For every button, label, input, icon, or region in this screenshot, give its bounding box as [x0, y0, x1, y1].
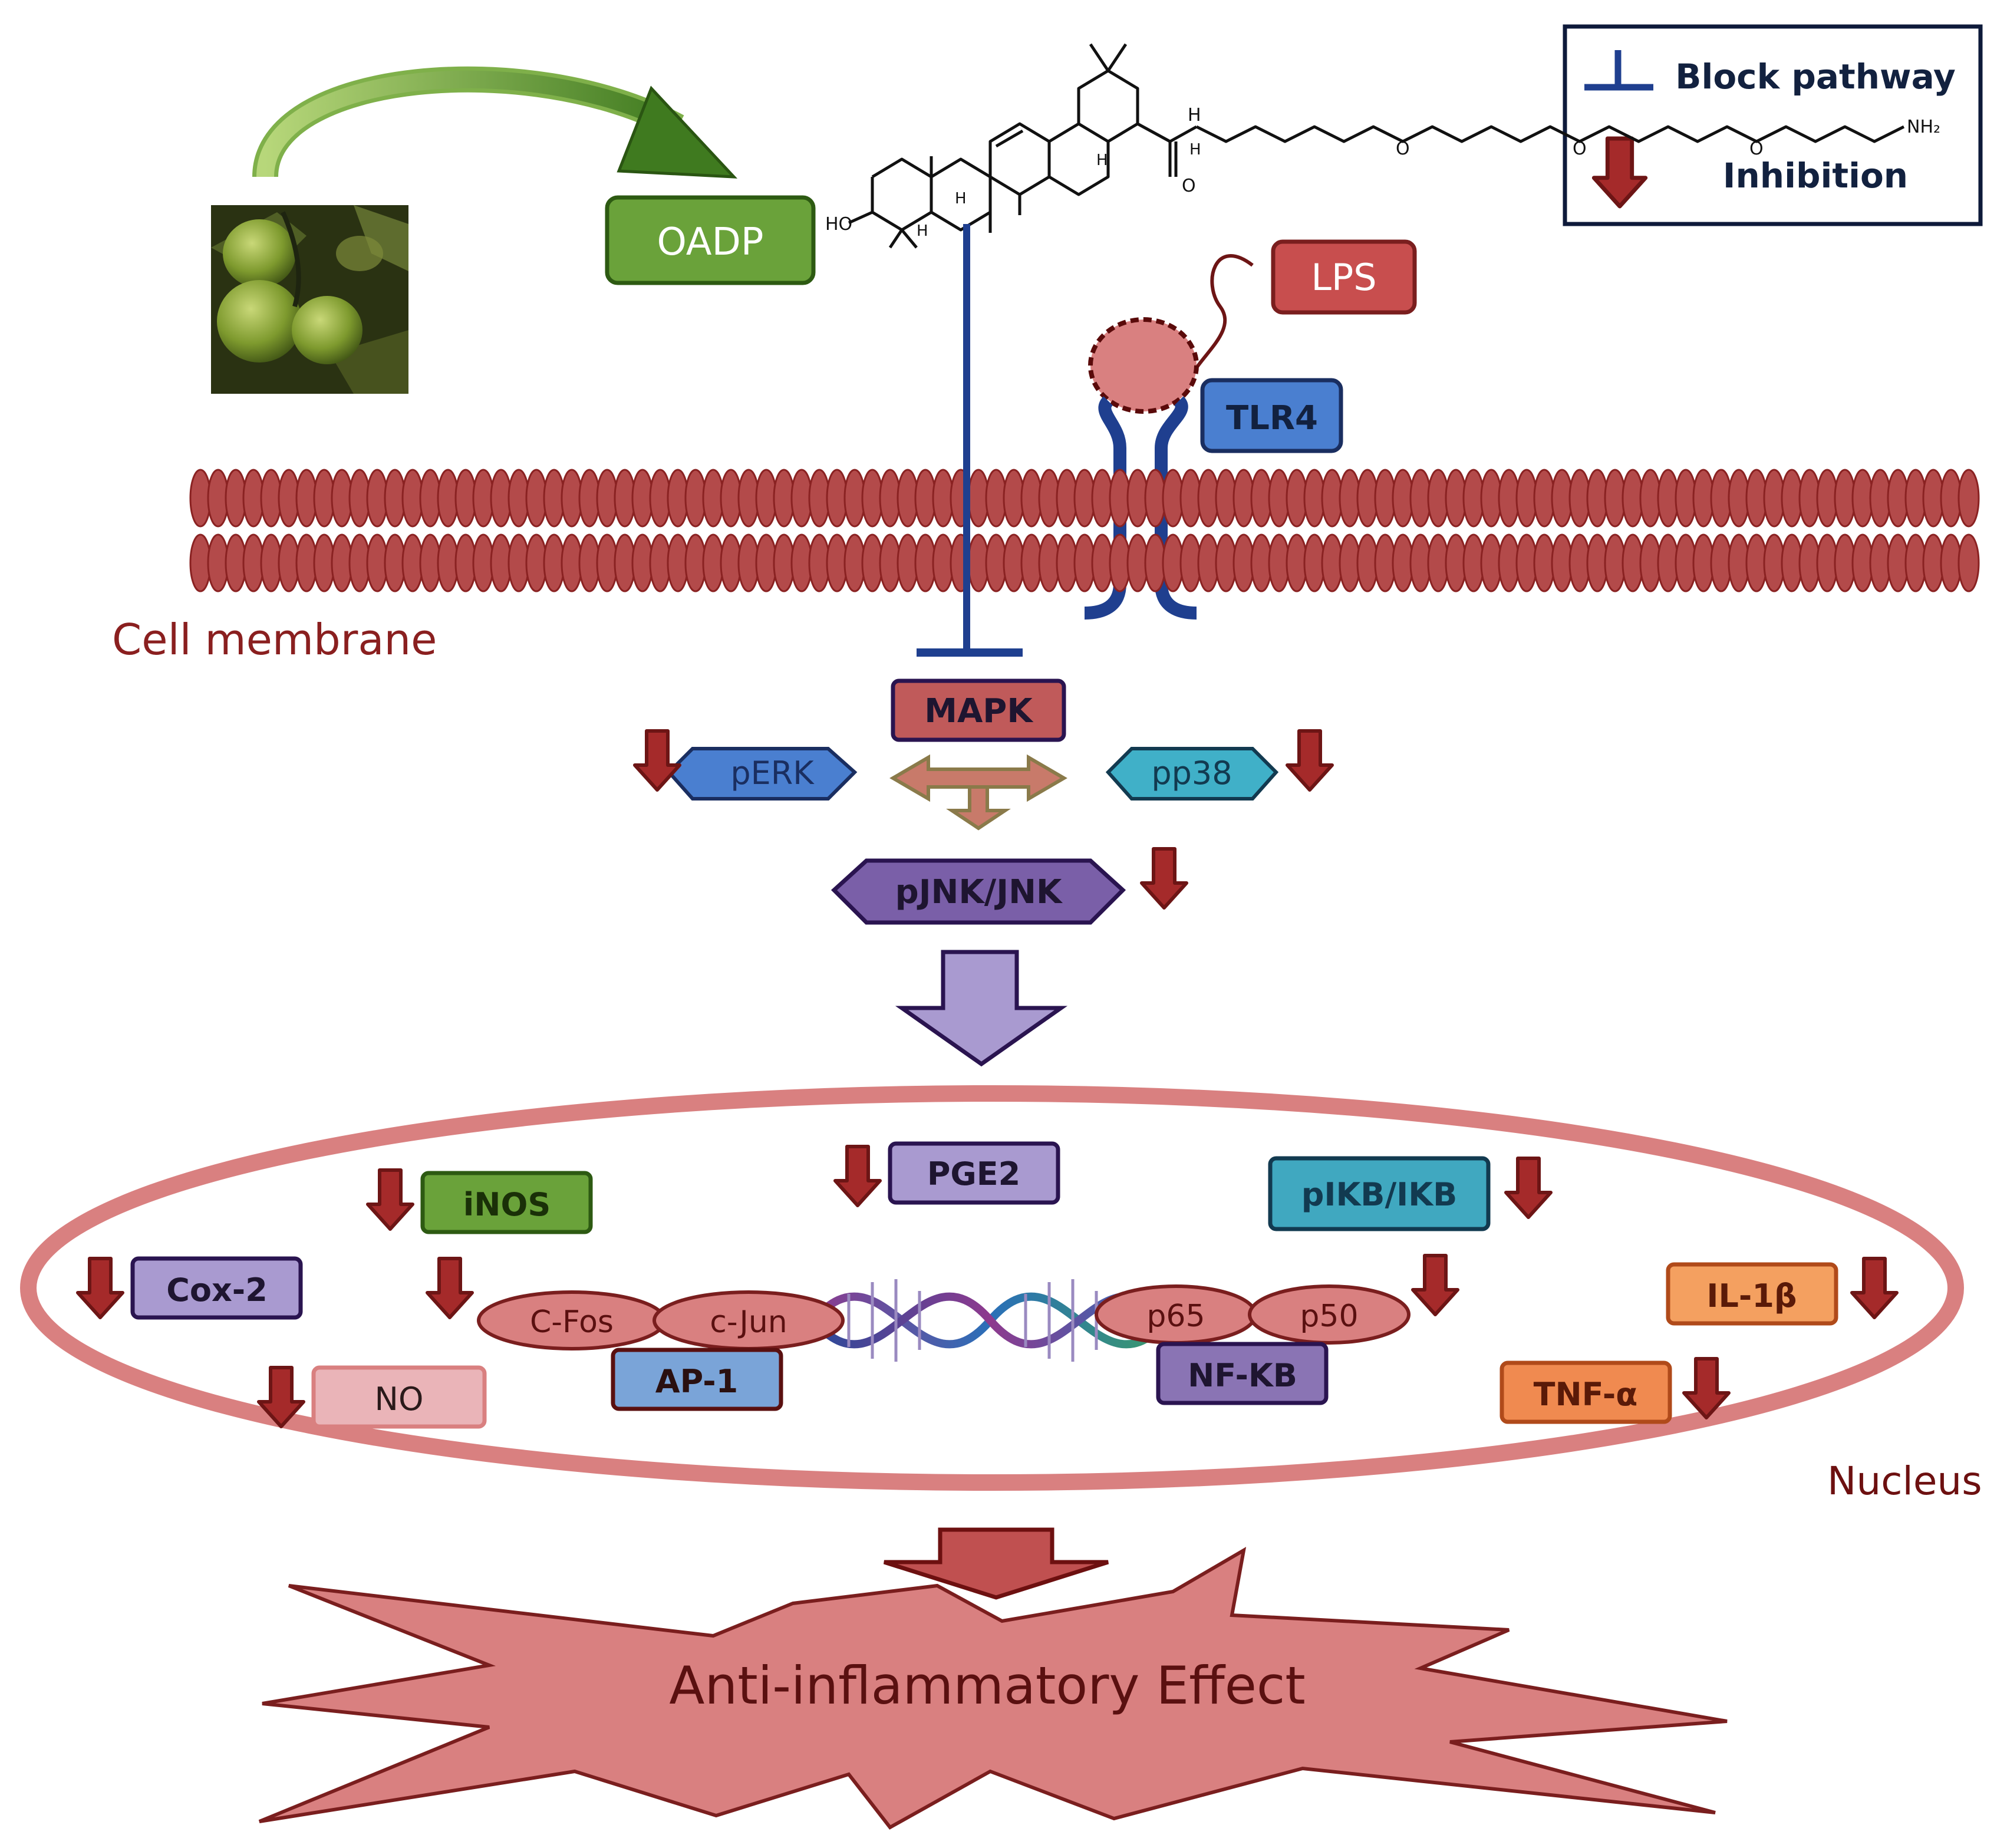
- cfos-node: C-Fos: [477, 1290, 667, 1350]
- molecule-h1: H: [1189, 141, 1201, 159]
- ap1-box: AP-1: [611, 1348, 783, 1411]
- inos-inhibition-icon: [368, 1170, 413, 1229]
- mapk-branch-arrow: [889, 754, 1067, 831]
- pjnk-label: pJNK/JNK: [895, 873, 1063, 911]
- no-box: NO: [311, 1365, 487, 1429]
- legend: Block pathway Inhibition: [1563, 24, 1983, 226]
- inos-box: iNOS: [420, 1171, 593, 1234]
- pjnk-node: pJNK/JNK: [831, 858, 1126, 925]
- tnfa-label: TNF-α: [1534, 1376, 1638, 1413]
- no-label: NO: [375, 1381, 424, 1418]
- p50-node: p50: [1248, 1284, 1410, 1345]
- molecule-structure: [848, 43, 1905, 249]
- perk-label: pERK: [730, 755, 815, 792]
- oadp-label: OADP: [657, 220, 764, 264]
- pge2-box: PGE2: [888, 1141, 1060, 1205]
- pjnk-inhibition-icon: [1142, 849, 1187, 908]
- nfkb-label: NF-KB: [1188, 1357, 1297, 1394]
- pp38-inhibition-icon: [1287, 731, 1332, 790]
- lps-label: LPS: [1311, 256, 1376, 299]
- pp38-label: pp38: [1151, 755, 1232, 792]
- membrane-lipid: [1957, 533, 1980, 592]
- lps-squiggle: [1189, 254, 1254, 378]
- p50-label: p50: [1300, 1299, 1358, 1334]
- nucleus-entry-arrow: [895, 950, 1068, 1067]
- ap1-inhibition-icon: [427, 1259, 472, 1317]
- cjun-node: c-Jun: [652, 1290, 845, 1350]
- molecule-h2: H: [955, 190, 967, 207]
- il1b-label: IL-1β: [1706, 1277, 1797, 1315]
- nfkb-box: NF-KB: [1156, 1342, 1329, 1405]
- perk-node: pERK: [666, 747, 858, 801]
- cell-membrane: [189, 469, 1980, 592]
- t-bar-block-icon: [1584, 50, 1653, 91]
- effect-arrow: [883, 1527, 1109, 1600]
- pge2-inhibition-icon: [835, 1147, 880, 1205]
- lps-box: LPS: [1271, 239, 1417, 315]
- tlr4-box: TLR4: [1200, 378, 1343, 453]
- molecule-o3: O: [1573, 139, 1587, 159]
- mapk-box: MAPK: [891, 678, 1066, 742]
- molecule-nh2: NH₂: [1907, 117, 1940, 137]
- ap1-label: AP-1: [655, 1363, 738, 1400]
- pp38-node: pp38: [1105, 747, 1279, 801]
- cox2-label: Cox-2: [166, 1271, 268, 1309]
- p65-label: p65: [1146, 1299, 1205, 1334]
- il1b-inhibition-icon: [1852, 1259, 1897, 1317]
- molecule-o2: O: [1396, 139, 1410, 159]
- tnfa-box: TNF-α: [1500, 1361, 1672, 1424]
- pikb-box: pIKB/IKB: [1268, 1156, 1491, 1231]
- molecule-h3: H: [917, 222, 928, 240]
- oadp-block-line: [917, 224, 1023, 657]
- membrane-lipid: [1957, 469, 1980, 528]
- cfos-label: C-Fos: [530, 1305, 614, 1340]
- pikb-label: pIKB/IKB: [1301, 1176, 1458, 1213]
- legend-inhibition-label: Inhibition: [1723, 156, 1908, 196]
- effect-label: Anti-inflammatory Effect: [669, 1655, 1305, 1716]
- p65-node: p65: [1095, 1284, 1257, 1345]
- pikb-inhibition-icon: [1506, 1158, 1551, 1217]
- inos-label: iNOS: [463, 1186, 551, 1223]
- il1b-box: IL-1β: [1666, 1262, 1838, 1326]
- cox2-box: Cox-2: [130, 1256, 303, 1320]
- mapk-label: MAPK: [924, 692, 1034, 730]
- olive-photo: [211, 205, 408, 394]
- molecule-h4: H: [1096, 151, 1108, 169]
- molecule-o4: O: [1749, 139, 1764, 159]
- curved-arrow: [252, 66, 738, 179]
- starburst: Anti-inflammatory Effect: [258, 1547, 1728, 1830]
- pge2-label: PGE2: [927, 1155, 1020, 1193]
- cox2-inhibition-icon: [78, 1259, 123, 1317]
- molecule-o1: O: [1182, 176, 1196, 196]
- cjun-label: c-Jun: [710, 1305, 787, 1340]
- legend-block-label: Block pathway: [1675, 57, 1956, 97]
- nucleus-label: Nucleus: [1827, 1458, 1982, 1504]
- molecule-nh: H: [1188, 105, 1201, 126]
- cell-membrane-label: Cell membrane: [112, 615, 437, 664]
- tlr4-label: TLR4: [1226, 399, 1318, 437]
- nfkb-inhibition-icon: [1413, 1256, 1458, 1315]
- oadp-box: OADP: [605, 195, 816, 285]
- molecule-ho: HO: [825, 214, 852, 235]
- molecule-labels: HO H O H H H H O O O NH₂: [825, 105, 1940, 240]
- perk-inhibition-icon: [635, 731, 680, 790]
- nucleus-ring: [20, 1085, 1964, 1491]
